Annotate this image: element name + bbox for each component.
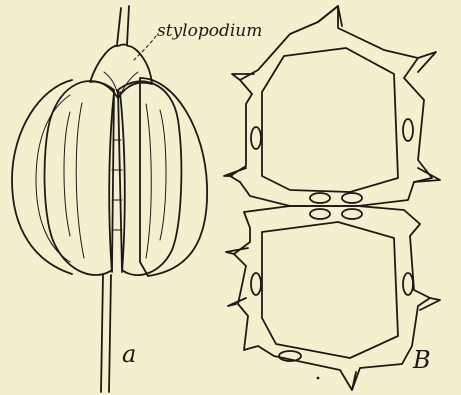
cell-diagram	[224, 6, 440, 390]
lower-cell-lumen	[262, 222, 398, 358]
pit	[310, 209, 330, 219]
pit	[342, 193, 362, 203]
pit	[251, 273, 261, 295]
label-panel-a: a	[122, 340, 136, 368]
styles	[117, 6, 129, 45]
pit	[403, 273, 413, 295]
lower-cell-outer	[234, 206, 430, 390]
mericarp-right-front	[118, 81, 181, 275]
fruit-drawing	[12, 6, 207, 392]
stylopodium-cap	[90, 45, 152, 99]
pit	[403, 119, 413, 141]
stylopodium-leader	[134, 36, 156, 60]
stalk	[101, 275, 111, 392]
mericarp-left-outer	[12, 80, 72, 274]
upper-cell-lumen	[262, 48, 398, 192]
pit	[342, 209, 362, 219]
pit	[251, 127, 261, 149]
label-panel-b: B	[413, 346, 431, 374]
label-stylopodium: stylopodium	[157, 21, 262, 41]
dot	[317, 377, 320, 380]
pit	[310, 193, 330, 203]
